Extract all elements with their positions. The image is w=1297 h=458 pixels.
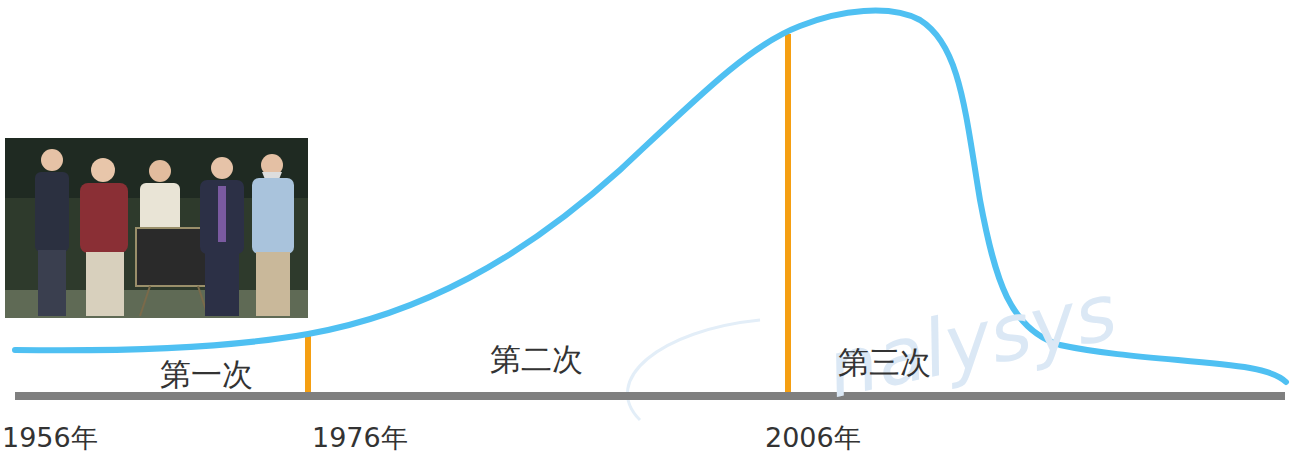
period-label: 第一次 (160, 357, 253, 391)
year-label: 1976年 (312, 423, 408, 453)
period-label: 第三次 (838, 345, 931, 379)
period-divider (785, 34, 791, 392)
founders-photo (5, 138, 308, 318)
time-axis (15, 392, 1285, 400)
year-label: 2006年 (765, 423, 861, 453)
period-label: 第二次 (490, 342, 583, 376)
year-label: 1956年 (2, 423, 98, 453)
watermark-swoosh (627, 320, 760, 420)
period-divider (305, 333, 311, 392)
